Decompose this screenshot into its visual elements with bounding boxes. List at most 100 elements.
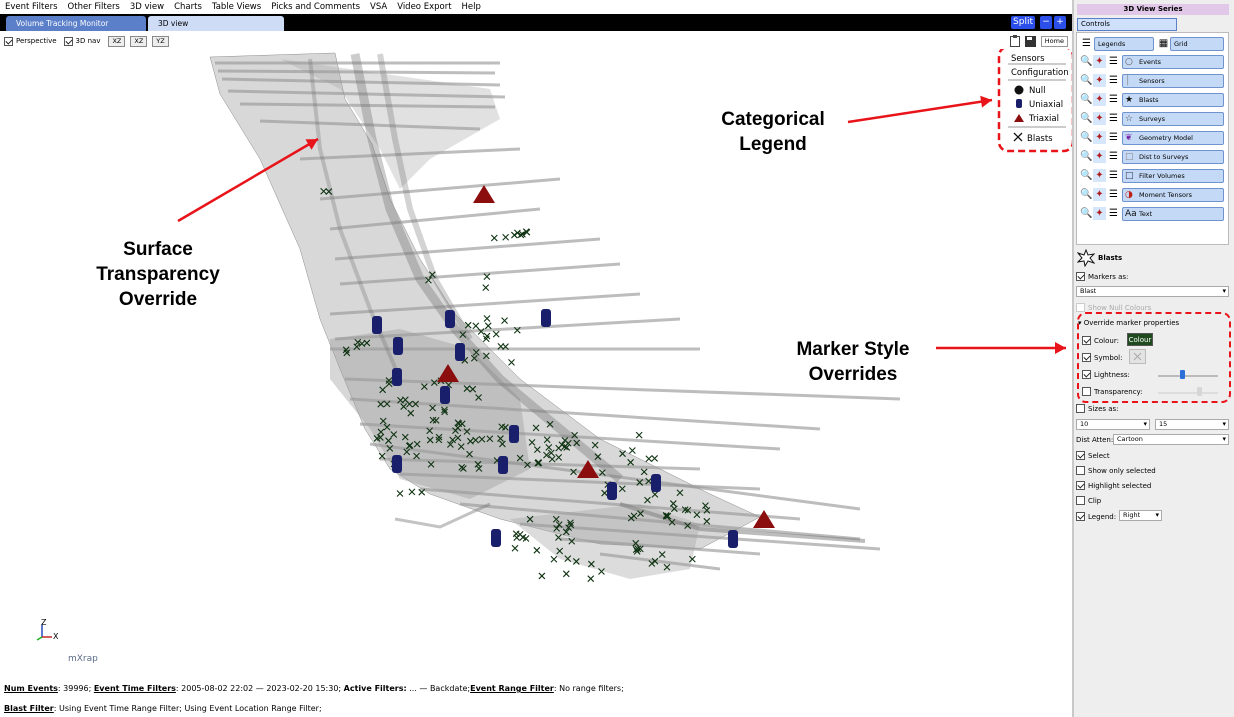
wrench-icon[interactable]: ✦ (1093, 93, 1106, 106)
series-button[interactable]: □Dist to Surveys (1122, 150, 1224, 164)
menu-item[interactable]: Video Export (397, 2, 452, 12)
series-button[interactable]: ★Blasts (1122, 93, 1224, 107)
tab-volume-tracking-monitor[interactable]: Volume Tracking Monitor (6, 16, 146, 31)
series-button[interactable]: ☆Surveys (1122, 112, 1224, 126)
select-toggle[interactable]: Select (1076, 451, 1110, 460)
series-button[interactable]: ❦Geometry Model (1122, 131, 1224, 145)
clip-toggle[interactable]: Clip (1076, 496, 1101, 505)
lightness-slider[interactable] (1158, 370, 1218, 379)
series-button[interactable]: ◑Moment Tensors (1122, 188, 1224, 202)
wrench-icon[interactable]: ✦ (1093, 55, 1106, 68)
zoom-icon[interactable]: 🔍 (1080, 56, 1093, 67)
menu-item[interactable]: VSA (370, 2, 388, 12)
symbol-toggle[interactable]: Symbol: (1082, 353, 1122, 362)
menu-item[interactable]: Help (461, 2, 481, 12)
show-null-colours-toggle[interactable]: Show Null Colours (1076, 303, 1151, 312)
zoom-icon[interactable]: 🔍 (1080, 189, 1093, 200)
zoom-icon[interactable]: 🔍 (1080, 132, 1093, 143)
menu-item[interactable]: Other Filters (67, 2, 120, 12)
colour-checkbox[interactable] (1082, 336, 1091, 345)
markers-as-select[interactable]: Blast (1076, 286, 1229, 297)
minus-button[interactable]: − (1040, 16, 1052, 29)
zoom-icon[interactable]: 🔍 (1080, 113, 1093, 124)
list-icon[interactable]: ☰ (1109, 113, 1118, 124)
list-icon[interactable]: ☰ (1109, 170, 1118, 181)
lightness-checkbox[interactable] (1082, 370, 1091, 379)
zoom-icon[interactable]: 🔍 (1080, 75, 1093, 86)
wrench-icon[interactable]: ✦ (1093, 150, 1106, 163)
list-icon[interactable]: ☰ (1109, 208, 1118, 219)
3d-viewport[interactable]: Sensors Configuration Null Uniaxial Tria… (0, 49, 1072, 677)
wrench-icon[interactable]: ✦ (1093, 131, 1106, 144)
menu-item[interactable]: Picks and Comments (271, 2, 360, 12)
list-icon[interactable]: ☰ (1109, 189, 1118, 200)
grid-button[interactable]: Grid (1170, 37, 1224, 51)
panel-splitter[interactable] (1072, 0, 1074, 717)
series-button[interactable]: │Sensors (1122, 74, 1224, 88)
zoom-icon[interactable]: 🔍 (1080, 151, 1093, 162)
show-only-selected-toggle[interactable]: Show only selected (1076, 466, 1156, 475)
markers-as-checkbox[interactable] (1076, 272, 1085, 281)
perspective-checkbox[interactable] (4, 36, 13, 46)
lightness-toggle[interactable]: Lightness: (1082, 370, 1130, 379)
wrench-icon[interactable]: ✦ (1093, 188, 1106, 201)
size-min-spinbox[interactable]: 10 (1076, 419, 1150, 430)
tab-3d-view[interactable]: 3D view (148, 16, 284, 31)
nav3d-toggle[interactable]: 3D nav (63, 36, 100, 46)
zoom-icon[interactable]: 🔍 (1080, 208, 1093, 219)
tab-controls[interactable]: Controls (1077, 18, 1177, 31)
view-yz-button[interactable]: YZ (152, 35, 169, 47)
list-icon[interactable]: ☰ (1109, 94, 1118, 105)
symbol-picker[interactable] (1129, 349, 1146, 364)
show-null-colours-checkbox[interactable] (1076, 303, 1085, 312)
legend-checkbox[interactable] (1076, 512, 1085, 521)
nav3d-checkbox[interactable] (63, 36, 73, 46)
size-max-spinbox[interactable]: 15 (1155, 419, 1229, 430)
plus-button[interactable]: + (1054, 16, 1066, 29)
series-button[interactable]: ○Events (1122, 55, 1224, 69)
sizes-as-checkbox[interactable] (1076, 404, 1085, 413)
highlight-selected-toggle[interactable]: Highlight selected (1076, 481, 1151, 490)
view-xz2-button[interactable]: XZ (130, 35, 148, 47)
view-xz-button[interactable]: XZ (108, 35, 126, 47)
override-marker-header[interactable]: ▾ Override marker properties (1078, 319, 1180, 327)
transparency-slider[interactable] (1158, 387, 1218, 396)
lightness-slider-thumb[interactable] (1180, 370, 1185, 379)
perspective-toggle[interactable]: Perspective (4, 36, 57, 46)
colour-button[interactable]: Colour (1127, 333, 1153, 346)
colour-toggle[interactable]: Colour: (1082, 336, 1119, 345)
markers-as-toggle[interactable]: Markers as: (1076, 272, 1128, 281)
3d-scene[interactable]: Sensors Configuration Null Uniaxial Tria… (0, 49, 1072, 677)
wrench-icon[interactable]: ✦ (1093, 112, 1106, 125)
highlight-selected-checkbox[interactable] (1076, 481, 1085, 490)
list-icon[interactable]: ☰ (1109, 151, 1118, 162)
menu-item[interactable]: Event Filters (5, 2, 58, 12)
legend-toggle[interactable]: Legend: (1076, 512, 1116, 521)
sizes-as-toggle[interactable]: Sizes as: (1076, 404, 1119, 413)
list-icon[interactable]: ☰ (1109, 132, 1118, 143)
show-only-selected-checkbox[interactable] (1076, 466, 1085, 475)
menu-item[interactable]: 3D view (129, 2, 165, 12)
transparency-slider-thumb[interactable] (1197, 387, 1202, 396)
wrench-icon[interactable]: ✦ (1093, 207, 1106, 220)
wrench-icon[interactable]: ✦ (1093, 74, 1106, 87)
legend-position-select[interactable]: Right (1119, 510, 1162, 521)
menu-item[interactable]: Charts (174, 2, 202, 12)
save-icon[interactable] (1024, 35, 1036, 47)
legends-button[interactable]: Legends (1094, 37, 1154, 51)
zoom-icon[interactable]: 🔍 (1080, 94, 1093, 105)
list-icon[interactable]: ☰ (1109, 56, 1118, 67)
transparency-checkbox[interactable] (1082, 387, 1091, 396)
home-button[interactable]: Home (1040, 35, 1068, 47)
series-button[interactable]: □Filter Volumes (1122, 169, 1224, 183)
menu-item[interactable]: Table Views (211, 2, 262, 12)
split-button[interactable]: Split (1011, 16, 1035, 29)
clipboard-icon[interactable] (1009, 34, 1020, 47)
transparency-toggle[interactable]: Transparency: (1082, 387, 1143, 396)
symbol-checkbox[interactable] (1082, 353, 1091, 362)
list-icon[interactable]: ☰ (1109, 75, 1118, 86)
dist-atten-select[interactable]: Cartoon (1113, 434, 1229, 445)
clip-checkbox[interactable] (1076, 496, 1085, 505)
wrench-icon[interactable]: ✦ (1093, 169, 1106, 182)
